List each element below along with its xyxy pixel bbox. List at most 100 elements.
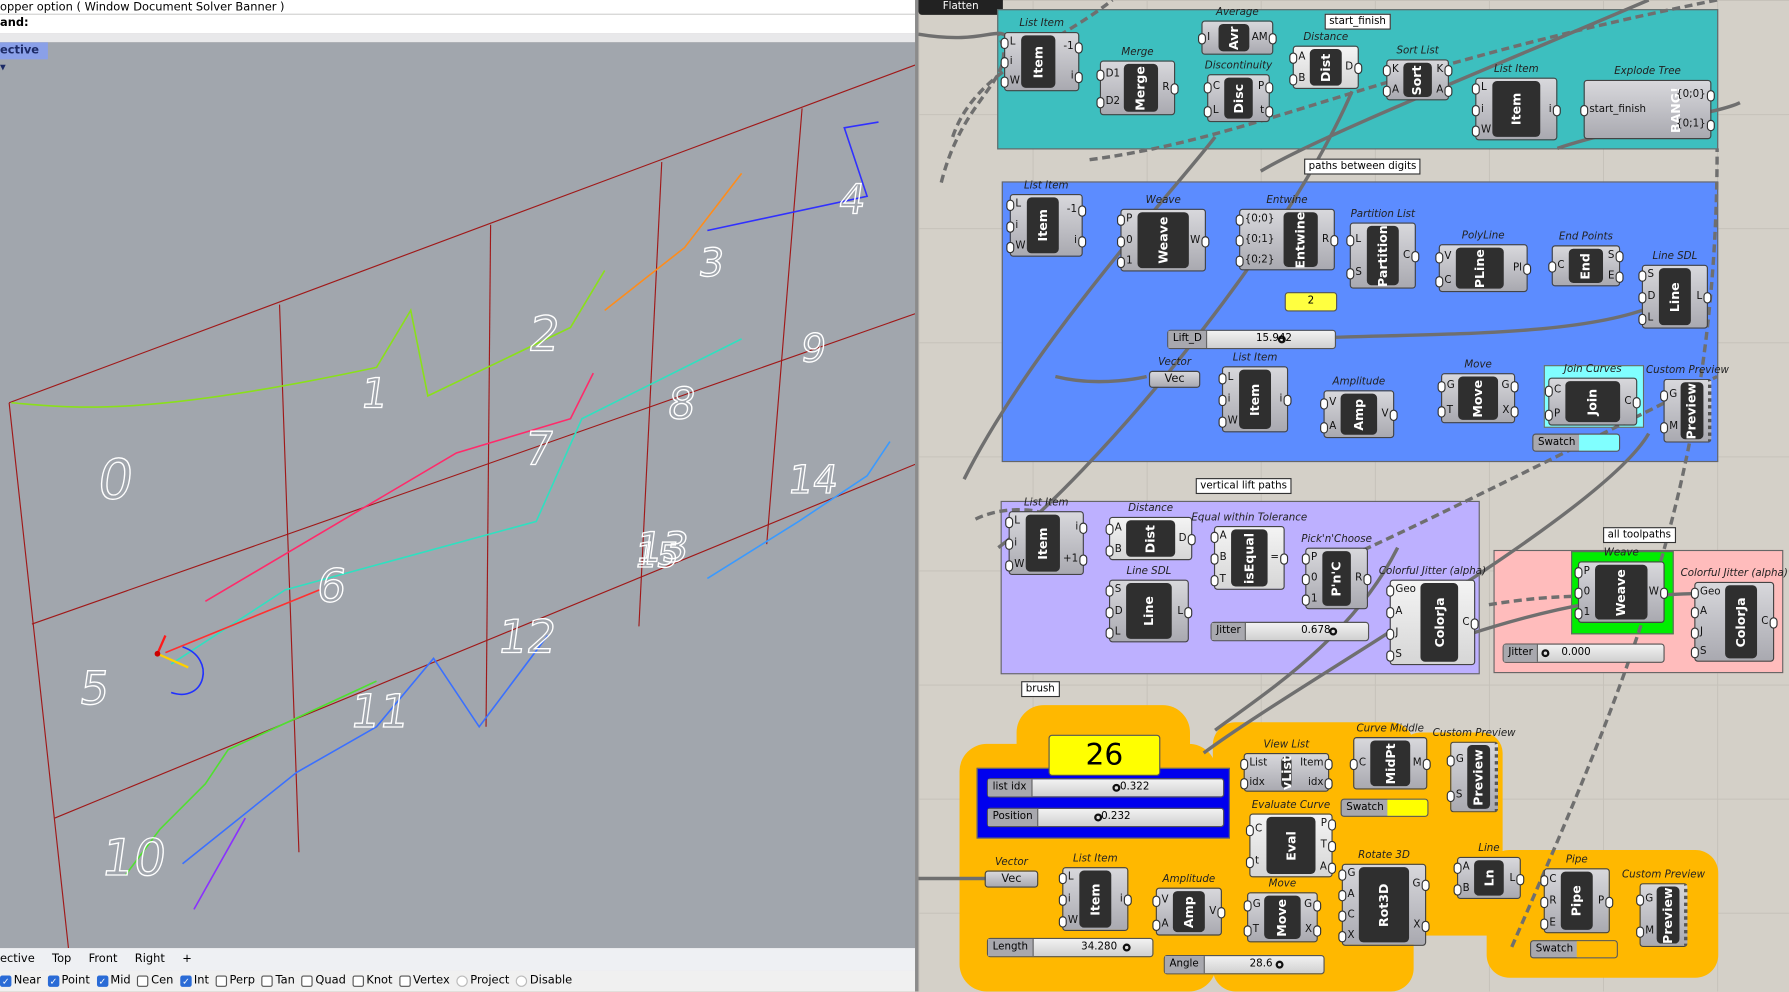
input-P[interactable]: P xyxy=(1544,407,1561,421)
input-P[interactable]: P xyxy=(1116,213,1133,227)
input-W[interactable]: W xyxy=(1218,415,1238,429)
input-C[interactable]: C xyxy=(1337,909,1355,922)
checkbox-icon[interactable]: ✓ xyxy=(0,975,12,987)
output-R[interactable]: R xyxy=(1162,82,1180,95)
checkbox-icon[interactable] xyxy=(301,975,314,987)
output-V[interactable]: V xyxy=(1209,905,1226,919)
output-R[interactable]: R xyxy=(1322,233,1340,247)
input-L[interactable]: L xyxy=(1000,36,1016,49)
slider-track[interactable]: 34.280 xyxy=(1034,939,1153,956)
input-i[interactable]: i xyxy=(1473,103,1484,116)
input-R[interactable]: R xyxy=(1539,895,1557,908)
input-I[interactable]: I xyxy=(1199,31,1211,45)
input-A[interactable]: A xyxy=(1210,530,1227,544)
input-K[interactable]: K xyxy=(1382,63,1399,77)
input-1[interactable]: 1 xyxy=(1117,255,1133,268)
output-L[interactable]: L xyxy=(1177,605,1193,618)
input-C[interactable]: C xyxy=(1245,823,1263,837)
output-AM[interactable]: AM xyxy=(1251,31,1277,45)
output-L[interactable]: L xyxy=(1509,872,1525,885)
output-i[interactable]: i xyxy=(1548,103,1559,116)
swatch-color[interactable] xyxy=(1576,941,1617,958)
output-E[interactable]: E xyxy=(1607,270,1623,283)
input-S[interactable]: S xyxy=(1638,269,1655,283)
osnap-near[interactable]: ✓Near xyxy=(0,971,41,992)
input-Geo[interactable]: Geo xyxy=(1690,586,1721,599)
output-P[interactable]: P xyxy=(1320,818,1338,831)
input-A[interactable]: A xyxy=(1385,605,1403,619)
input-G[interactable]: G xyxy=(1338,868,1356,881)
input-i[interactable]: i xyxy=(1002,55,1013,69)
osnap-project[interactable]: Project xyxy=(456,971,509,992)
osnap-quad[interactable]: Quad xyxy=(301,971,346,992)
output-W[interactable]: W xyxy=(1190,234,1210,248)
output-A[interactable]: A xyxy=(1319,861,1337,874)
radio-icon[interactable] xyxy=(516,975,528,987)
output-L[interactable]: L xyxy=(1696,290,1712,304)
input-W[interactable]: W xyxy=(1471,124,1492,137)
input-S[interactable]: S xyxy=(1105,584,1122,597)
slider-knob[interactable] xyxy=(1122,943,1131,952)
input-X[interactable]: X xyxy=(1338,929,1355,943)
checkbox-icon[interactable]: ✓ xyxy=(96,975,109,987)
checkbox-icon[interactable] xyxy=(261,975,274,987)
output-X[interactable]: X xyxy=(1502,405,1520,418)
input-B[interactable]: B xyxy=(1453,882,1470,896)
input-A[interactable]: A xyxy=(1289,50,1306,64)
osnap-perp[interactable]: Perp xyxy=(215,971,255,992)
tab-top[interactable]: Top xyxy=(52,952,72,966)
osnap-int[interactable]: ✓Int xyxy=(180,971,209,992)
node-vec1[interactable]: Vec xyxy=(1148,370,1201,388)
output-X[interactable]: X xyxy=(1305,924,1322,937)
slider-knob[interactable] xyxy=(1275,960,1284,969)
output-idx[interactable]: idx xyxy=(1308,776,1332,789)
input-D[interactable]: D xyxy=(1638,290,1656,304)
input-W[interactable]: W xyxy=(1058,914,1079,928)
input-G[interactable]: G xyxy=(1446,753,1464,767)
input-A[interactable]: A xyxy=(1453,861,1470,875)
output-{0;1}[interactable]: {0;1} xyxy=(1676,118,1715,132)
osnap-tan[interactable]: Tan xyxy=(261,971,295,992)
input-L[interactable]: L xyxy=(1218,371,1234,385)
add-viewport-icon[interactable]: + xyxy=(182,952,192,966)
input-L[interactable]: L xyxy=(1005,516,1021,529)
input-L[interactable]: L xyxy=(1638,312,1654,325)
input-A[interactable]: A xyxy=(1690,606,1708,619)
output-G[interactable]: G xyxy=(1412,878,1430,892)
input-i[interactable]: i xyxy=(1219,393,1231,407)
input-T[interactable]: T xyxy=(1438,405,1453,418)
output-G[interactable]: G xyxy=(1501,379,1519,393)
output-K[interactable]: K xyxy=(1436,63,1453,77)
input-J[interactable]: J xyxy=(1691,626,1704,639)
input-G[interactable]: G xyxy=(1636,893,1654,906)
input-{0;1}[interactable]: {0;1} xyxy=(1235,233,1275,247)
output-V[interactable]: V xyxy=(1381,408,1399,422)
osnap-disable[interactable]: Disable xyxy=(516,971,572,992)
output-+1[interactable]: +1 xyxy=(1063,553,1088,566)
input-D2[interactable]: D2 xyxy=(1096,95,1121,109)
input-G[interactable]: G xyxy=(1437,379,1455,393)
input-C[interactable]: C xyxy=(1203,80,1221,93)
input-W[interactable]: W xyxy=(1005,558,1025,572)
slider-track[interactable]: 0.232 xyxy=(1038,809,1223,826)
input-D[interactable]: D xyxy=(1105,605,1123,618)
tab-front[interactable]: Front xyxy=(88,952,118,966)
